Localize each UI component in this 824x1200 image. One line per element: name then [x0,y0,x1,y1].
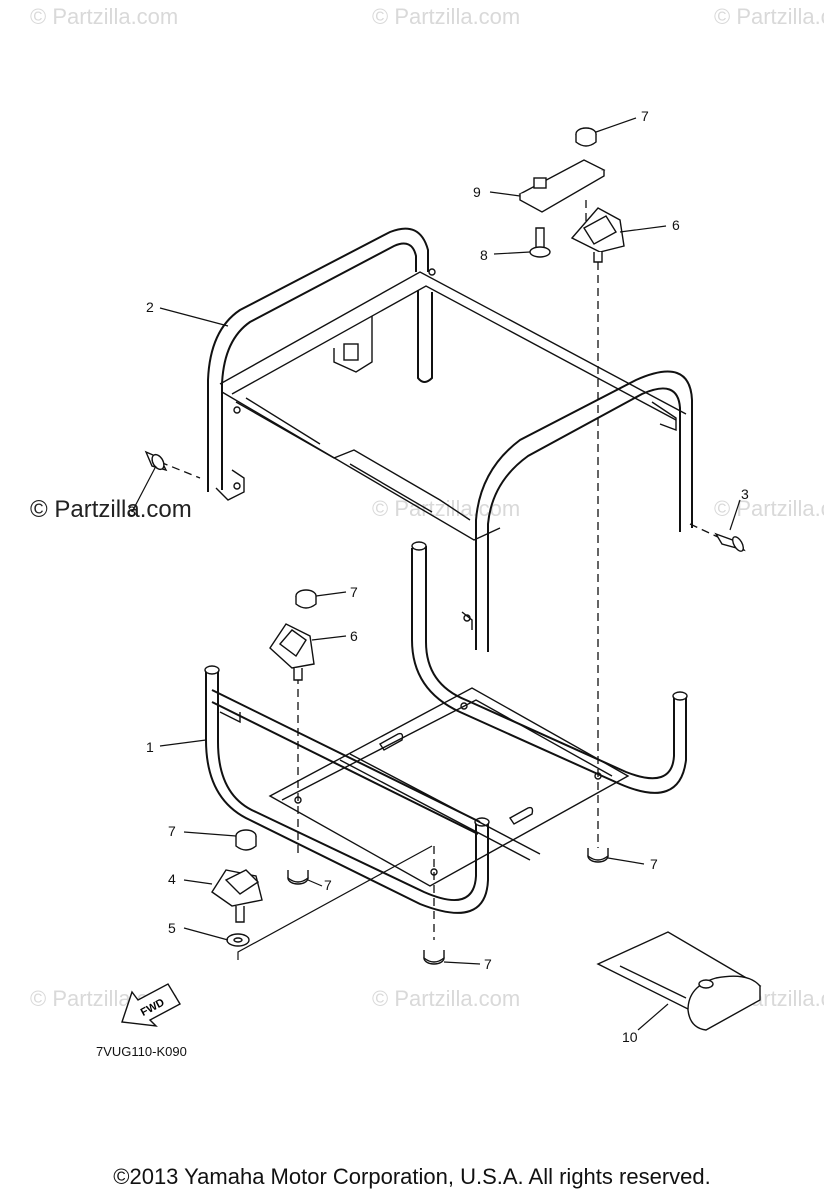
callout-7: 7 [641,108,649,124]
callout-3: 3 [128,503,136,519]
washer-5 [226,933,250,947]
callout-10: 10 [622,1029,638,1045]
diagram-code: 7VUG110-K090 [96,1044,187,1059]
nut-middle [295,589,317,609]
bolt-3-left [144,450,168,472]
watermark-strong: © Partzilla.com [30,496,192,523]
callout-7: 7 [650,856,658,872]
bolt-3-right [714,532,746,552]
leader-lines [131,117,741,1031]
watermark: © Partzilla.com [372,4,521,29]
fwd-arrow-icon: FWD [121,983,181,1027]
watermark: © Partzilla.com [372,986,521,1011]
callout-6: 6 [672,217,680,233]
nut-right [587,848,609,863]
nut-center [287,870,309,885]
nut-bottom [423,950,445,965]
watermark: © Partzilla.com [372,496,521,521]
callout-2: 2 [146,299,154,315]
callout-1: 1 [146,739,154,755]
manual-10 [596,931,762,1031]
callout-6: 6 [350,628,358,644]
upper-frame [207,227,693,652]
lower-frame [204,541,688,914]
callout-5: 5 [168,920,176,936]
bolt-8 [529,227,551,258]
callout-8: 8 [480,247,488,263]
watermark: © Partzilla.com [714,4,824,29]
watermark: © Partzilla.com [714,496,824,521]
callout-9: 9 [473,184,481,200]
callout-7: 7 [484,956,492,972]
callout-7: 7 [168,823,176,839]
callout-7: 7 [324,877,332,893]
assembly-lines [159,200,721,960]
mount-6-middle [269,623,315,681]
nut-top [575,127,597,147]
mount-6-top [570,207,625,263]
nut-left [235,829,257,851]
callout-7: 7 [350,584,358,600]
bracket-9 [518,159,606,213]
mount-4 [211,869,263,923]
watermark: © Partzilla.com [30,4,179,29]
callout-4: 4 [168,871,176,887]
callout-3: 3 [741,486,749,502]
copyright-notice: ©2013 Yamaha Motor Corporation, U.S.A. A… [113,1164,711,1189]
